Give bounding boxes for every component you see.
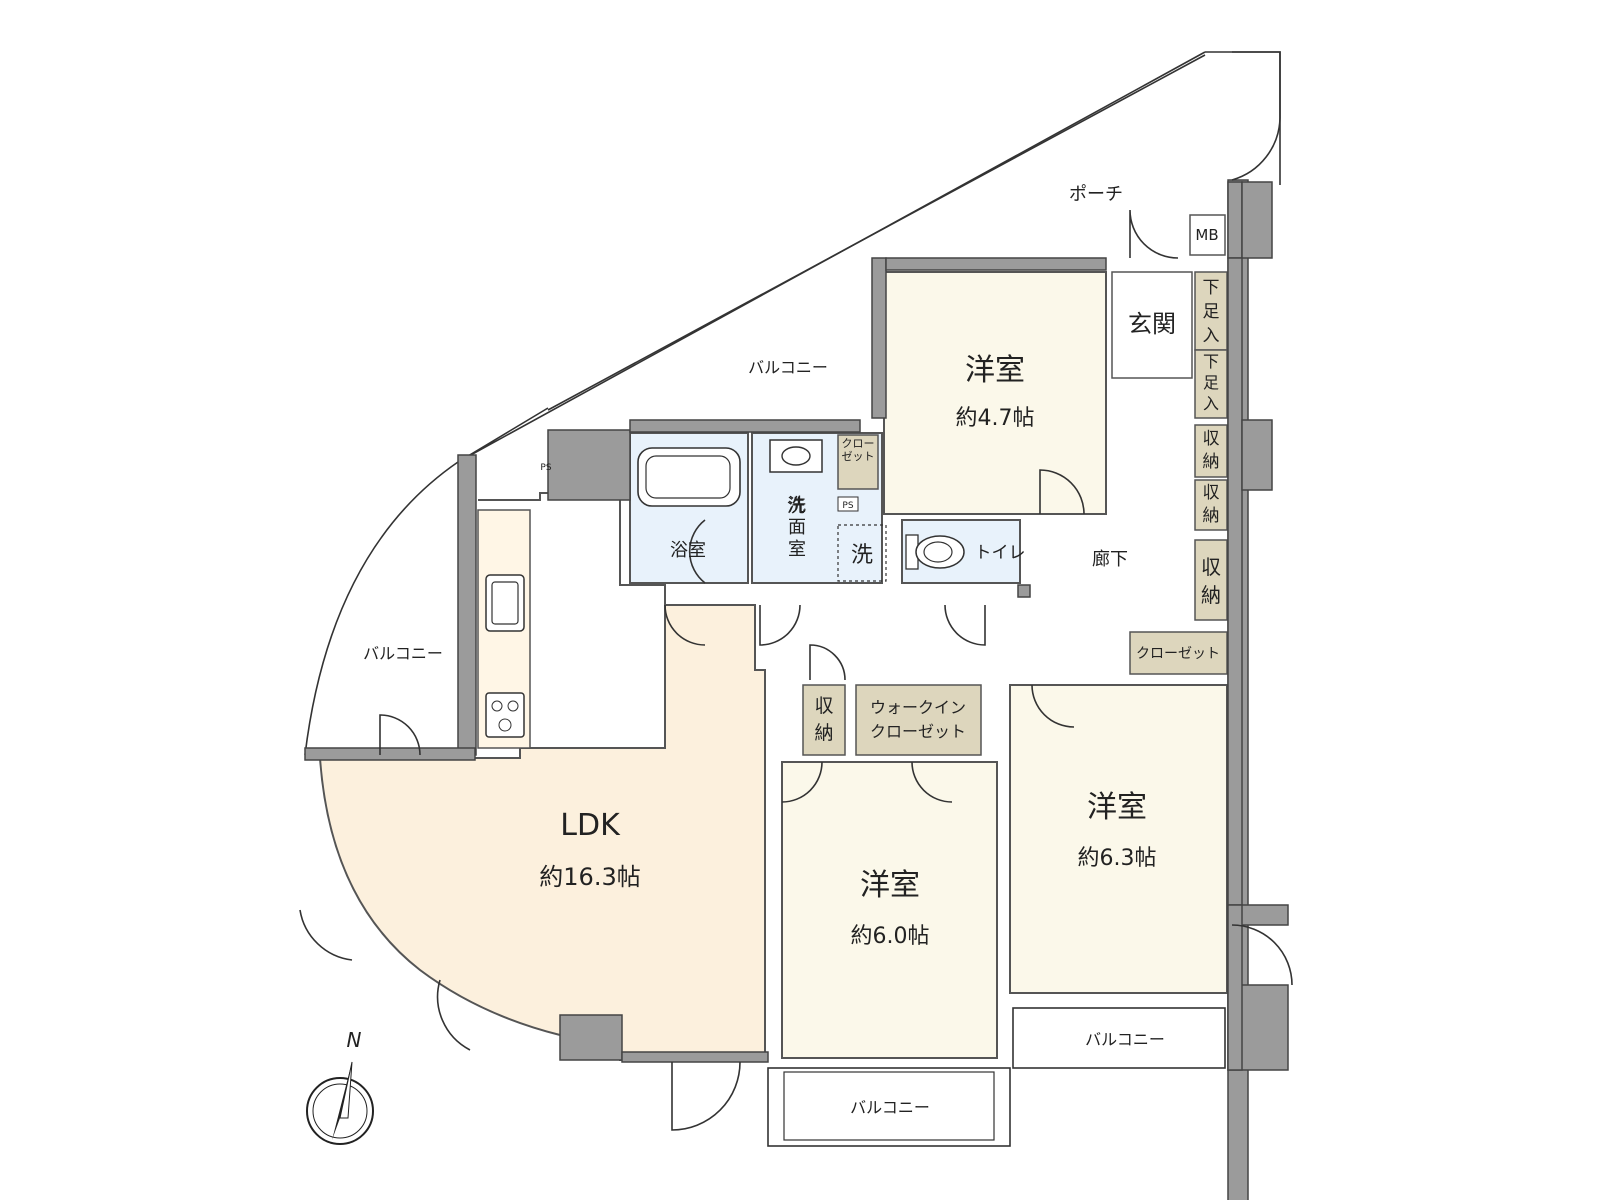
storage-1: [1194, 424, 1228, 478]
shoe-storage-1: [1194, 271, 1228, 351]
closet-small: [837, 434, 879, 490]
storage-3-label: 収納: [1201, 555, 1221, 607]
balcony-east-label: バルコニー: [1085, 1030, 1165, 1049]
balcony-east: [1012, 1007, 1226, 1069]
balcony-south: [767, 1067, 1011, 1147]
laundry-space: [837, 524, 887, 582]
storage-3: [1194, 539, 1228, 621]
entrance-label: 玄関: [1128, 310, 1176, 338]
pipe-space: [837, 496, 859, 512]
toilet-label: トイレ: [975, 543, 1026, 563]
balcony-inner-diagonal: [547, 54, 1206, 411]
walk-in-line1: ウォークイン: [870, 698, 966, 717]
bedroom-center-size: 約6.0帖: [851, 924, 930, 949]
compass-label: N: [347, 1028, 362, 1052]
washroom-label-1: 洗: [787, 496, 805, 517]
bedroom-north-name: 洋室: [965, 353, 1025, 388]
washroom-label: 洗面室: [788, 495, 806, 560]
pipe-space-kitchen-label: PS: [540, 463, 551, 473]
shoe-storage-1-label: 下足入: [1202, 278, 1220, 346]
balcony-north-label: バルコニー: [748, 358, 828, 377]
sink-icon: [485, 574, 525, 632]
stove-icon: [485, 692, 525, 738]
doors: [299, 51, 1293, 1131]
walls: [304, 179, 1289, 1200]
bedroom-east: [1009, 684, 1228, 994]
closet-corridor: [1129, 631, 1228, 675]
storage-1-label: 収納: [1202, 429, 1220, 472]
bath-label: 浴室: [670, 540, 706, 561]
corridor-label: 廊下: [1092, 549, 1128, 570]
pipe-space-label: PS: [842, 501, 853, 511]
walk-in-line2: クローゼット: [870, 722, 966, 741]
bedroom-east-name: 洋室: [1087, 790, 1147, 825]
porch-label: ポーチ: [1069, 184, 1123, 205]
bedroom-center: [781, 761, 998, 1059]
bathtub-icon: [637, 447, 741, 507]
balcony-west-label: バルコニー: [363, 644, 443, 663]
bedroom-north: [883, 271, 1107, 515]
shoe-storage-2-label: 下足入: [1202, 352, 1219, 413]
bedroom-north-size: 約4.7帖: [956, 406, 1035, 431]
toilet-icon: [905, 534, 965, 570]
ldk-size: 約16.3帖: [539, 863, 640, 891]
meter-box: [1189, 214, 1226, 256]
laundry-label: 洗: [851, 543, 873, 568]
closet-corridor-label: クローゼット: [1136, 646, 1220, 662]
bedroom-east-size: 約6.3帖: [1078, 846, 1157, 871]
ldk-name: LDK: [560, 808, 621, 843]
compass-icon: N: [306, 1028, 374, 1145]
bedroom-center-name: 洋室: [860, 868, 920, 903]
shoe-storage-2: [1194, 349, 1228, 419]
meter-box-label: MB: [1195, 226, 1218, 244]
washbasin-icon: [769, 439, 823, 473]
walk-in-closet: [855, 684, 982, 756]
storage-center: [802, 684, 846, 756]
closet-small-label: クローゼット: [841, 437, 875, 463]
storage-2: [1194, 479, 1228, 531]
storage-center-label: 収納: [814, 695, 834, 744]
entrance: [1111, 271, 1193, 379]
balcony-south-label: バルコニー: [850, 1098, 930, 1117]
storage-2-label: 収納: [1202, 483, 1220, 526]
